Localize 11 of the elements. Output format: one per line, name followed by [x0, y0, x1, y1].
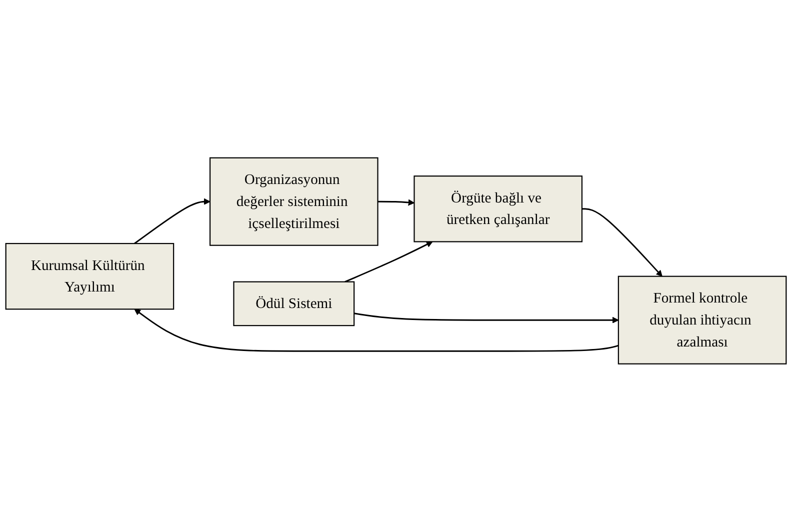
arrow: [134, 308, 619, 352]
arrow: [378, 198, 415, 206]
arrow: [354, 312, 619, 323]
node-box: Örgüte bağlı ve üretken çalışanlar: [414, 175, 583, 242]
arrow: [344, 241, 433, 282]
arrow: [582, 208, 662, 276]
node-box: Ödül Sistemi: [233, 280, 355, 326]
node-box: Organizasyonun değerler sisteminin içselleştirilmesi: [209, 156, 378, 246]
node-box: Formel kontrole duyulan ihtiyacın azalması: [618, 275, 787, 364]
node-box: Kurumsal Kültürün Yayılımı: [5, 242, 174, 310]
arrow: [134, 198, 210, 244]
